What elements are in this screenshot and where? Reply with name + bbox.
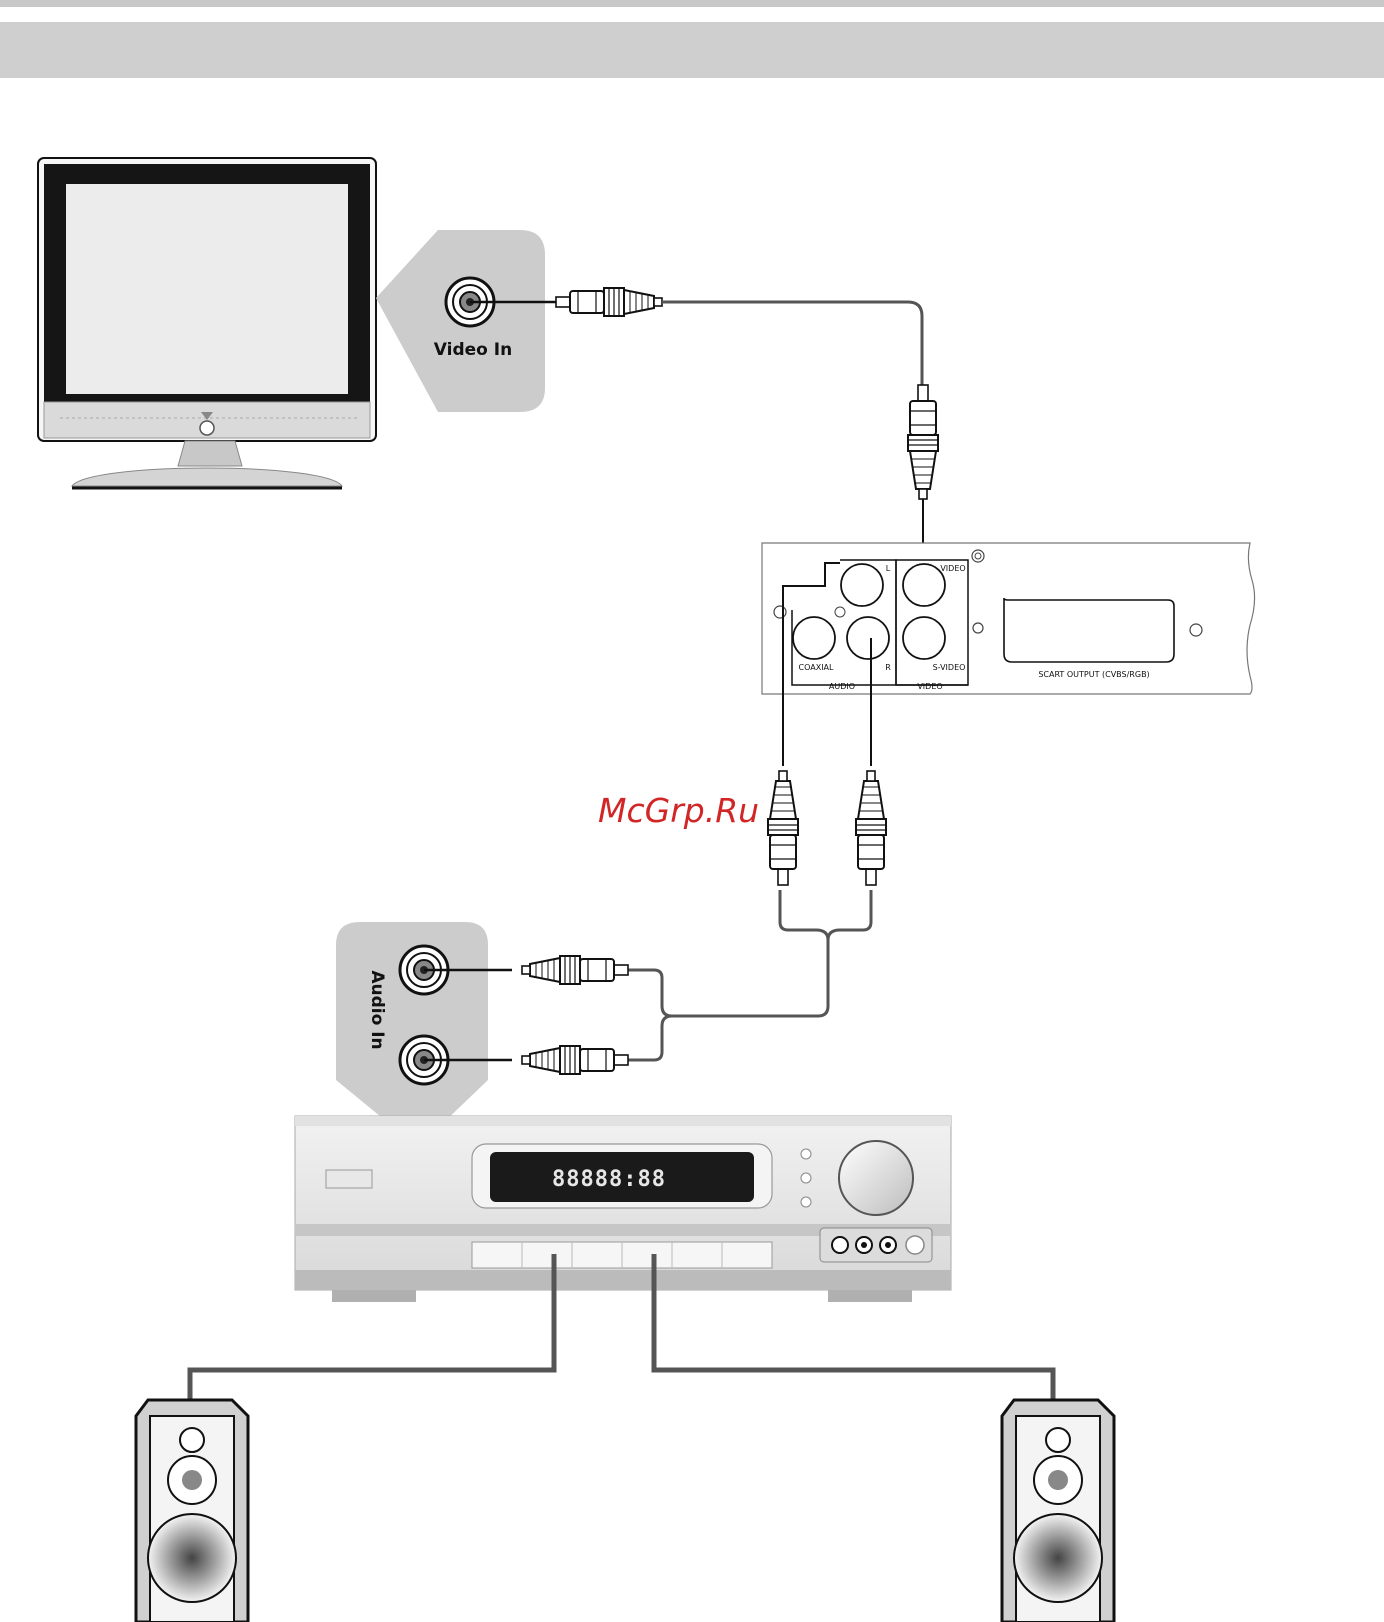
dvd-rear-panel: L VIDEO COAXIAL R S-VIDEO AUDIO VIDEO SC…: [762, 543, 1255, 694]
panel-label-audio-group: AUDIO: [829, 682, 855, 691]
panel-label-scart: SCART OUTPUT (CVBS/RGB): [1038, 670, 1149, 679]
amp-display: 88888:88: [552, 1167, 666, 1192]
s-video-jack-icon: [903, 617, 945, 659]
amplifier: 88888:88: [295, 1116, 951, 1302]
panel-label-video-group: VIDEO: [917, 682, 942, 691]
audio-r-jack-icon: [847, 617, 889, 659]
video-in-label: Video In: [434, 340, 512, 360]
panel-label-s-video: S-VIDEO: [933, 663, 966, 672]
panel-label-video: VIDEO: [940, 564, 965, 573]
tv-monitor: [38, 158, 376, 488]
audio-l-jack-icon: [841, 564, 883, 606]
scart-connector-icon: [1004, 598, 1174, 662]
video-in-callout: Video In: [376, 230, 545, 412]
audio-in-label: Audio In: [367, 970, 387, 1049]
panel-label-l: L: [886, 564, 891, 573]
audio-in-callout: Audio In: [336, 922, 512, 1126]
speaker-left: [136, 1400, 248, 1622]
watermark: McGrp.Ru: [598, 791, 759, 830]
coaxial-jack-icon: [793, 617, 835, 659]
panel-label-r: R: [885, 663, 891, 672]
speaker-right: [1002, 1400, 1114, 1622]
volume-knob-icon: [839, 1141, 913, 1215]
video-out-jack-icon: [903, 564, 945, 606]
panel-label-coaxial: COAXIAL: [799, 663, 835, 672]
